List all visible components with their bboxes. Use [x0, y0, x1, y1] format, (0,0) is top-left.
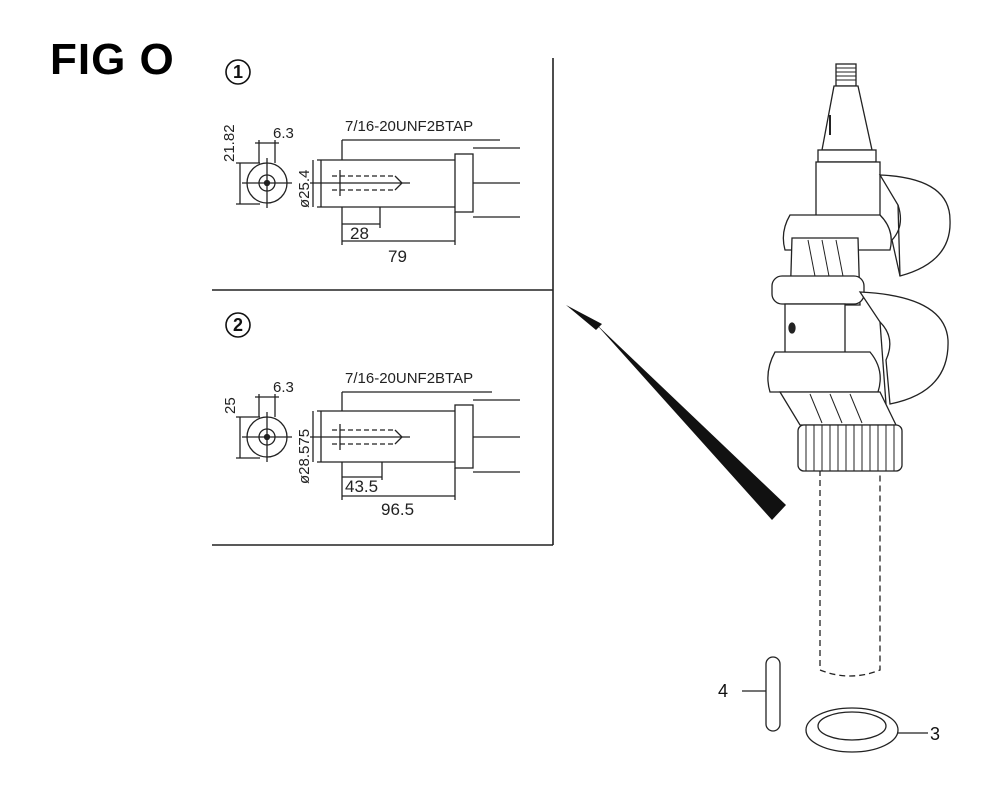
dim-key: 6.3 — [273, 125, 294, 142]
detail-number-circle — [225, 59, 251, 85]
detail-number: 1 — [233, 62, 243, 82]
figure-title: FIG O — [50, 35, 175, 84]
dim-thread-depth: 43.5 — [345, 477, 378, 496]
dim-length: 96.5 — [381, 500, 414, 519]
tap-label: 7/16-20UNF2BTAP — [345, 118, 473, 135]
side-view — [310, 139, 520, 245]
dim-dia: ø25.4 — [296, 170, 313, 208]
pin-part — [742, 656, 781, 732]
side-view — [310, 391, 520, 500]
dim-key: 6.3 — [273, 379, 294, 396]
detail-number-circle — [225, 312, 251, 338]
dim-length: 79 — [388, 247, 407, 266]
crankshaft — [767, 63, 951, 677]
dim-dia: ø28.575 — [296, 429, 313, 484]
detail-number: 2 — [233, 315, 243, 335]
end-view — [236, 394, 292, 462]
detail-2: 2 25 6.3 — [222, 312, 520, 519]
tap-label: 7/16-20UNF2BTAP — [345, 370, 473, 387]
end-view — [236, 140, 292, 208]
dim-height: 21.82 — [221, 124, 238, 162]
ring-part — [805, 707, 928, 753]
pointer-arrow — [566, 305, 786, 520]
dim-height: 25 — [222, 397, 239, 414]
dim-thread-depth: 28 — [350, 224, 369, 243]
detail-1: 1 21.82 6.3 — [221, 59, 520, 266]
callout-pin: 4 — [718, 681, 728, 701]
callout-ring: 3 — [930, 724, 940, 744]
detail-frame — [212, 58, 554, 546]
